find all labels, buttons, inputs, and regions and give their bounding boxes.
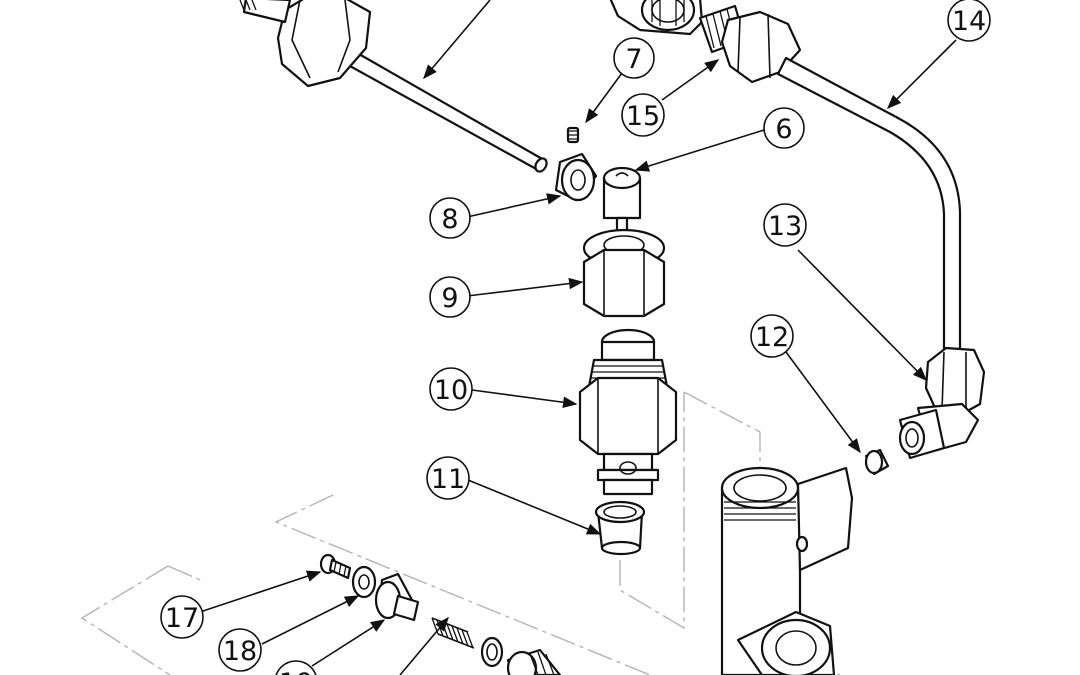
part-15-compression-fitting [698,4,802,84]
callout-10-label: 10 [434,375,468,406]
callout-14-label: 14 [952,6,986,37]
callout-9: 9 [429,276,471,318]
callout-6-label: 6 [775,114,792,145]
callout-17-label: 17 [165,603,199,634]
callout-12-label: 12 [755,322,789,353]
leader-lines [199,0,957,675]
callout-12: 12 [750,314,794,358]
tee-housing [720,466,854,675]
threaded-fitting-top [609,0,704,36]
callout-6: 6 [763,107,805,149]
callout-11: 11 [426,456,470,500]
callout-17: 17 [160,595,204,639]
part-17-screw [319,553,352,580]
callout-7-label: 7 [625,44,642,75]
callout-13: 13 [763,203,807,247]
callout-9-label: 9 [441,283,458,314]
o-ring [480,636,504,668]
plug-fitting [506,648,562,675]
callout-15-label: 15 [626,101,660,132]
callout-14: 14 [947,0,991,42]
part-19-piston [374,572,420,622]
part-10-valve-body [578,328,678,496]
callout-15: 15 [621,93,665,137]
part-7-set-screw [566,126,580,144]
part-8-collar [554,152,598,202]
callout-8: 8 [429,197,471,239]
part-14-bent-tube [776,56,962,362]
part-13-elbow-fitting [898,346,986,460]
callout-18: 18 [218,628,262,672]
part-18-washer [351,565,377,599]
callout-7: 7 [613,37,655,79]
part-11-cup [594,500,646,556]
spring [431,617,475,649]
part-9-hex-nut [582,228,666,318]
callout-8-label: 8 [441,204,458,235]
callout-10: 10 [429,367,473,411]
callout-11-label: 11 [431,464,465,495]
callout-18-label: 18 [223,636,257,667]
callout-19-label: 19 [279,668,313,675]
callout-13-label: 13 [768,211,802,242]
cylinder-rod-assembly [239,0,548,173]
callout-19: 19 [275,660,317,675]
part-12-ring [864,448,890,476]
